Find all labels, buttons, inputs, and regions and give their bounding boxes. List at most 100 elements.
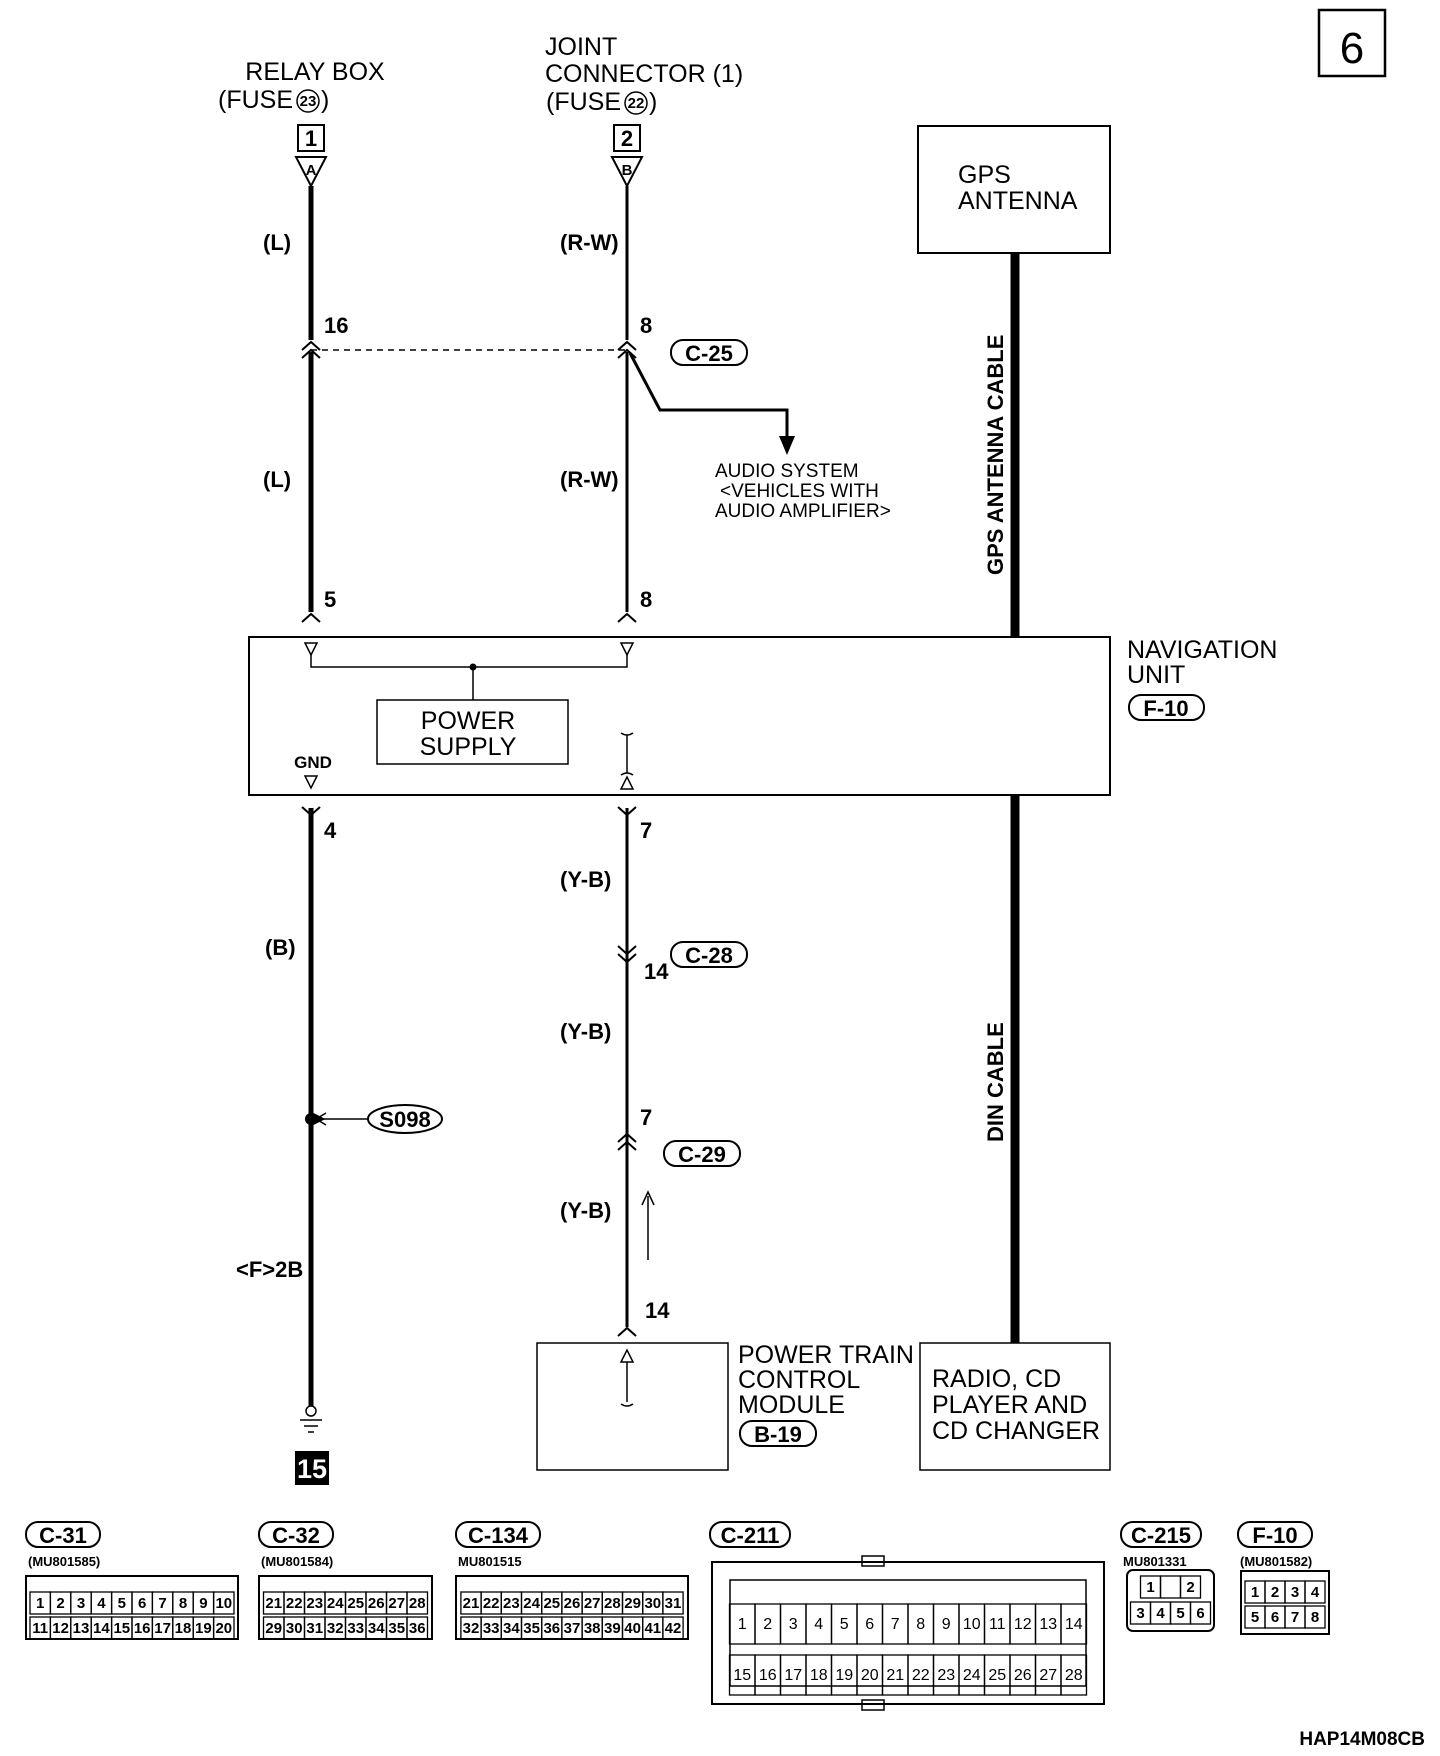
connector-triangle-a	[294, 156, 328, 189]
connector-pin-number: 8	[1311, 1609, 1319, 1626]
connector-mark	[617, 612, 637, 623]
connector-pin-number: 36	[543, 1620, 560, 1637]
connector-pin-number: 36	[409, 1620, 426, 1637]
audio-system-label-2: <VEHICLES WITH	[720, 481, 879, 502]
wire-color-label: (B)	[265, 935, 296, 960]
radio-label-3: CD CHANGER	[932, 1417, 1100, 1445]
connector-pin-number: 4	[1156, 1605, 1165, 1622]
connector-pin-cell	[1304, 1605, 1326, 1629]
connector-pin-number: 5	[1251, 1609, 1259, 1626]
connector-pin-cell	[1304, 1580, 1326, 1604]
connector-body	[711, 1561, 1105, 1705]
pin-label: 8	[640, 587, 652, 612]
wire-color-label: (L)	[263, 467, 291, 492]
connector-pin-number: 23	[503, 1595, 520, 1612]
connector-pin-number: 15	[733, 1667, 751, 1684]
connector-pin-number: 29	[265, 1620, 282, 1637]
radio-label-1: RADIO, CD	[932, 1365, 1061, 1393]
connector-pin-number: 17	[154, 1620, 171, 1637]
ground-point	[305, 1405, 317, 1417]
connector-pin-number: 32	[463, 1620, 480, 1637]
connector-pin-number: 5	[118, 1595, 126, 1612]
output-triangle-icon	[619, 1348, 635, 1363]
connector-pin-number: 9	[199, 1595, 207, 1612]
pin-label: 7	[640, 1105, 652, 1130]
connector-tag	[1237, 1521, 1313, 1548]
wire-color-label: (Y-B)	[560, 1198, 611, 1223]
connector-mark	[617, 1326, 637, 1337]
radio-cd-unit: RADIO, CD PLAYER AND CD CHANGER	[919, 1342, 1111, 1471]
page-number: 6	[1340, 24, 1364, 73]
connector-pin-cell	[1159, 1575, 1182, 1599]
connector-label: C-25	[685, 341, 733, 366]
connector-pin-number: 16	[759, 1667, 777, 1684]
connector-c-25-tag: C-25	[670, 339, 748, 366]
power-supply-label-2: SUPPLY	[420, 733, 517, 761]
connector-pin-number: 21	[886, 1667, 904, 1684]
connector-part-number: (MU801582)	[1240, 1554, 1312, 1569]
wire-color-label: (Y-B)	[560, 1019, 611, 1044]
connector-pin-cell	[1060, 1654, 1088, 1696]
gnd-label: GND	[294, 753, 332, 772]
connector-pin-number: 4	[97, 1595, 106, 1612]
connector-pin-number: 26	[564, 1595, 581, 1612]
connector-tag	[25, 1521, 101, 1548]
joint-connector-fuse-number: 22	[628, 95, 645, 112]
page-number-box: 6	[1317, 8, 1387, 78]
connector-pin-cell	[1060, 1603, 1088, 1645]
connector-tag	[455, 1521, 541, 1548]
navigation-unit: POWER SUPPLY GND	[248, 636, 1111, 796]
connector-pin-number: 22	[483, 1595, 500, 1612]
radio-label-2: PLAYER AND	[932, 1391, 1087, 1419]
connector-pin-number: 2	[56, 1595, 64, 1612]
connector-pin-number: 7	[891, 1616, 900, 1633]
connector-pin-number: 1	[1251, 1584, 1259, 1601]
connector-pin-number: 3	[789, 1616, 798, 1633]
splice-label: S098	[379, 1107, 430, 1132]
connector-view-name: F-10	[1252, 1523, 1297, 1548]
audio-system-label-3: AUDIO AMPLIFIER>	[715, 501, 891, 522]
connector-pin-cell	[1189, 1601, 1212, 1625]
connector-pin-number: 2	[763, 1616, 772, 1633]
audio-system-branch: AUDIO SYSTEM <VEHICLES WITH AUDIO AMPLIF…	[628, 352, 891, 522]
connector-label: C-29	[678, 1142, 726, 1167]
relay-box-terminal: 1	[305, 126, 317, 151]
gps-antenna-label-1: GPS	[958, 161, 1011, 189]
wire-r-w: (R-W) (R-W) 8 8	[560, 186, 652, 623]
relay-box-fuse-label: (FUSE	[218, 86, 293, 114]
connector-pin-number: 41	[644, 1620, 661, 1637]
connector-latch	[861, 1699, 885, 1711]
pcm-label-1: POWER TRAIN	[738, 1341, 914, 1369]
connector-pin-number: 22	[912, 1667, 930, 1684]
pcm-label-2: CONTROL	[738, 1366, 860, 1394]
connector-pin-number: 24	[963, 1667, 981, 1684]
fuse-circle	[296, 89, 320, 113]
connector-pin-number: 19	[195, 1620, 212, 1637]
joint-connector-source: JOINT CONNECTOR (1) (FUSE 22 ) 2 B	[545, 33, 743, 189]
connector-tag	[1120, 1521, 1202, 1548]
connector-f-10-tag: F-10	[1128, 694, 1205, 721]
connector-pin-number: 9	[942, 1616, 951, 1633]
powertrain-control-module	[536, 1342, 729, 1471]
joint-connector-terminal-box	[613, 124, 641, 152]
connector-pin-number: 7	[158, 1595, 166, 1612]
connector-pin-number: 27	[388, 1595, 405, 1612]
connector-latch	[861, 1555, 885, 1567]
connector-view-name: C-31	[39, 1523, 87, 1548]
connector-pin-number: 8	[916, 1616, 925, 1633]
connector-pin-cell	[662, 1616, 684, 1640]
connector-pin-number: 28	[1065, 1667, 1083, 1684]
connector-pin-number: 30	[286, 1620, 303, 1637]
connector-part-number: (MU801585)	[28, 1554, 100, 1569]
joint-connector-terminal: 2	[621, 126, 633, 151]
connector-pin-number: 6	[1196, 1605, 1204, 1622]
gps-antenna-cable-label: GPS ANTENNA CABLE	[983, 335, 1008, 575]
connector-mark	[301, 612, 321, 623]
splice-tag	[367, 1104, 443, 1134]
relay-box-terminal-box	[297, 124, 325, 152]
connector-pin-number: 13	[1039, 1616, 1057, 1633]
connector-pin-number: 14	[93, 1620, 110, 1637]
